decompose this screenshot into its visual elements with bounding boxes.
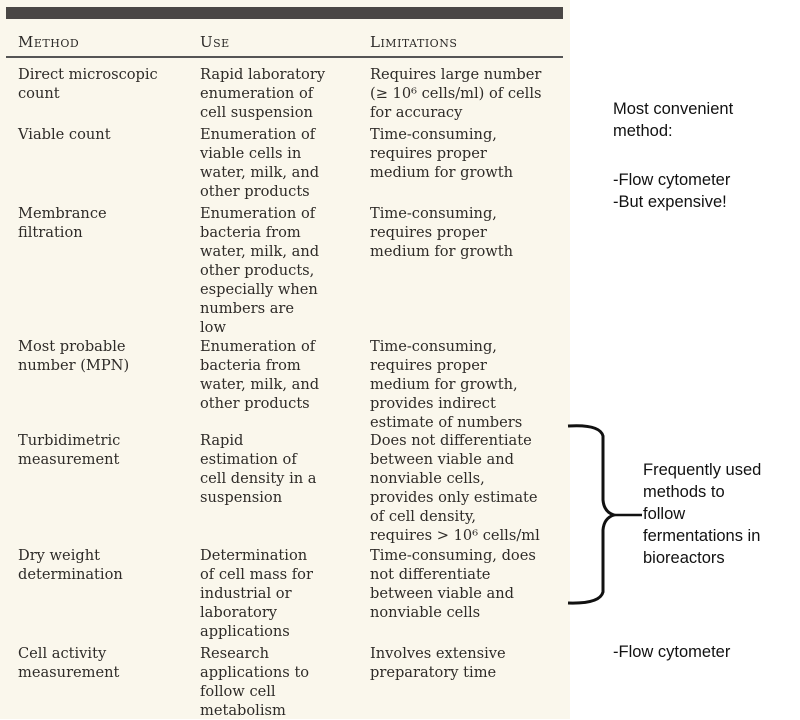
header-divider [6,56,563,58]
limitations-cell: Requires large number (≥ 10⁶ cells/ml) o… [370,66,542,121]
limitations-cell: Does not differentiate between viable an… [370,432,540,544]
use-cell: Enumeration of bacteria from water, milk… [200,338,320,412]
limitations-cell: Time-consuming, does not differentiate b… [370,547,536,621]
limitations-cell: Involves extensive preparatory time [370,645,506,681]
table-top-bar [6,7,563,19]
note-flow-cytometer: -Flow cytometer [613,643,731,661]
note-frequently-used: Frequently used methods to follow fermen… [643,461,762,567]
note-flow-cytometer-expensive: -Flow cytometer -But expensive! [613,171,731,211]
method-cell: Direct microscopic count [18,66,158,102]
use-cell: Rapid laboratory enumeration of cell sus… [200,66,326,121]
method-cell: Membrance filtration [18,205,107,241]
use-cell: Research applications to follow cell met… [200,645,310,719]
use-cell: Enumeration of viable cells in water, mi… [200,126,320,200]
limitations-cell: Time-consuming, requires proper medium f… [370,205,514,260]
limitations-cell: Time-consuming, requires proper medium f… [370,338,523,431]
header-use: Use [200,33,230,51]
method-cell: Turbidimetric measurement [18,432,121,468]
header-method: Method [18,33,80,51]
method-cell: Viable count [18,126,111,143]
use-cell: Determination of cell mass for industria… [200,547,313,640]
header-limitations: Limitations [370,33,458,51]
use-cell: Rapid estimation of cell density in a su… [200,432,317,506]
method-cell: Dry weight determination [18,547,123,583]
limitations-cell: Time-consuming, requires proper medium f… [370,126,514,181]
method-cell: Most probable number (MPN) [18,338,130,374]
use-cell: Enumeration of bacteria from water, milk… [200,205,320,336]
scanned-table-page: Method Use Limitations Direct microscopi… [0,0,570,719]
method-cell: Cell activity measurement [18,645,120,681]
note-most-convenient: Most convenient method: [613,100,734,140]
